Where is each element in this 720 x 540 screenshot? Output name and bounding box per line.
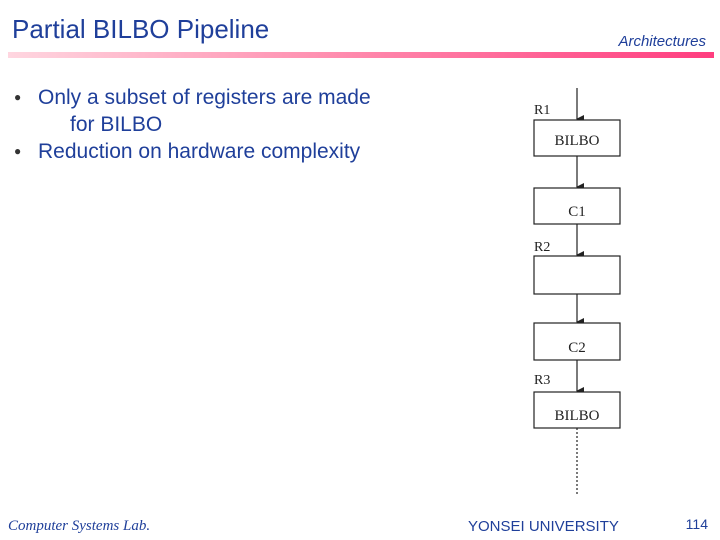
pipeline-box-c1 — [533, 187, 621, 225]
footer-lab-name: Computer Systems Lab. — [8, 518, 151, 534]
bullet-item: ● Only a subset of registers are made fo… — [14, 84, 474, 138]
slide-title: Partial BILBO Pipeline — [12, 14, 270, 44]
footer-university: YONSEI UNIVERSITY — [468, 518, 619, 535]
box-label: BILBO — [555, 133, 600, 149]
register-label-r1: R1 — [534, 103, 550, 118]
bullet-text-line: for BILBO — [70, 113, 163, 136]
title-underline — [8, 52, 714, 58]
box-label: BILBO — [555, 408, 600, 424]
page-number: 114 — [685, 516, 708, 532]
section-label: Architectures — [618, 33, 706, 50]
bullet-dot-icon: ● — [14, 144, 22, 158]
bullet-list: ● Only a subset of registers are made fo… — [14, 84, 474, 165]
bullet-text-line: Only a subset of registers are made — [38, 86, 371, 109]
bullet-dot-icon: ● — [14, 90, 22, 104]
bullet-item: ● Reduction on hardware complexity — [14, 138, 474, 165]
pipeline-box-c2 — [533, 322, 621, 361]
pipeline-diagram: R1 R2 R3 BILBO C1 C2 BILBO — [533, 88, 621, 496]
register-label-r3: R3 — [534, 373, 550, 388]
bullet-text-line: Reduction on hardware complexity — [38, 140, 361, 163]
box-label: C2 — [568, 340, 586, 356]
box-label: C1 — [568, 204, 586, 220]
pipeline-box-bilbo-1 — [533, 119, 621, 157]
pipeline-box-bilbo-2 — [533, 391, 621, 429]
pipeline-box-r2 — [533, 255, 621, 295]
register-label-r2: R2 — [534, 240, 550, 255]
